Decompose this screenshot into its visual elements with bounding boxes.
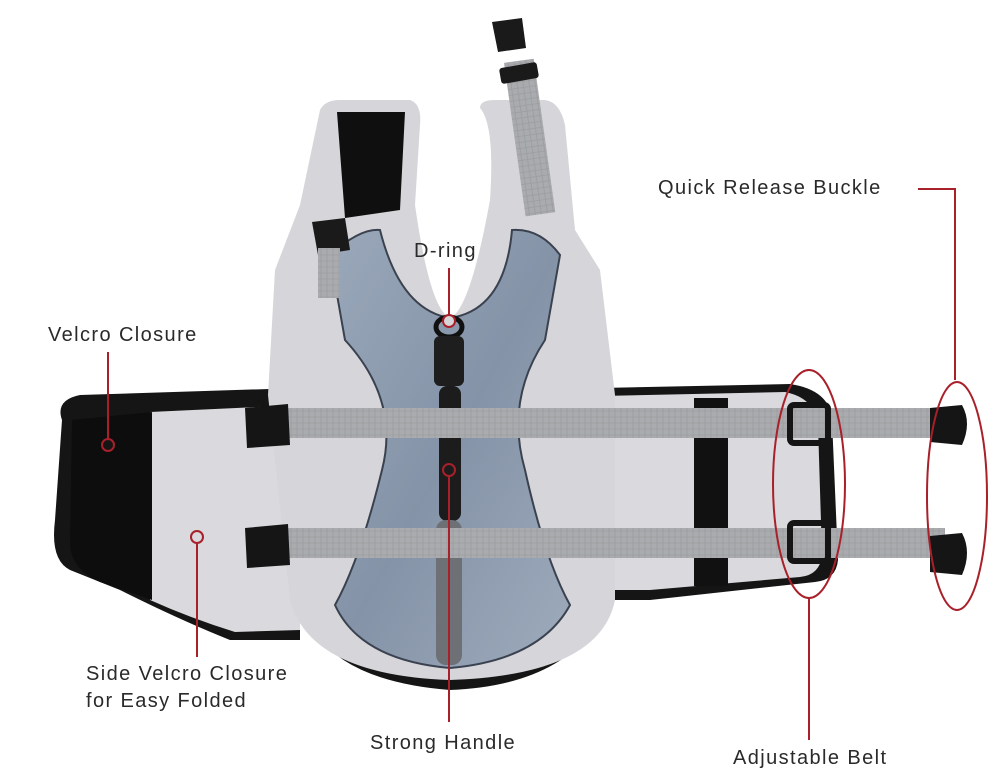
lower-quick-buckle xyxy=(930,533,967,575)
upper-slider xyxy=(787,402,831,446)
shoulder-velcro-patch xyxy=(337,112,405,218)
callout-lines xyxy=(101,188,988,740)
shoulder-buckle xyxy=(312,218,350,255)
upper-quick-buckle xyxy=(930,405,967,445)
neck-buckle xyxy=(492,18,526,52)
label-strong-handle: Strong Handle xyxy=(370,732,517,754)
label-side-velcro-line2: for Easy Folded xyxy=(86,690,248,712)
label-side-velcro-line1: Side Velcro Closure xyxy=(86,663,289,685)
lower-belt xyxy=(270,528,945,558)
lower-slider xyxy=(787,520,831,564)
neck-strap-slider xyxy=(499,62,539,84)
label-velcro-closure: Velcro Closure xyxy=(48,324,198,346)
left-upper-buckle xyxy=(245,404,290,448)
left-wing xyxy=(150,405,300,632)
left-lower-buckle xyxy=(245,524,290,568)
label-d-ring: D-ring xyxy=(414,240,477,262)
label-quick-release-buckle: Quick Release Buckle xyxy=(658,177,882,199)
label-side-velcro: Side Velcro Closure for Easy Folded xyxy=(86,661,288,715)
left-velcro-patch xyxy=(70,412,152,600)
neck-strap xyxy=(504,58,556,217)
d-ring-mount xyxy=(434,336,464,386)
shoulder-strap xyxy=(318,248,340,298)
upper-belt xyxy=(270,408,945,438)
label-adjustable-belt: Adjustable Belt xyxy=(733,747,888,769)
